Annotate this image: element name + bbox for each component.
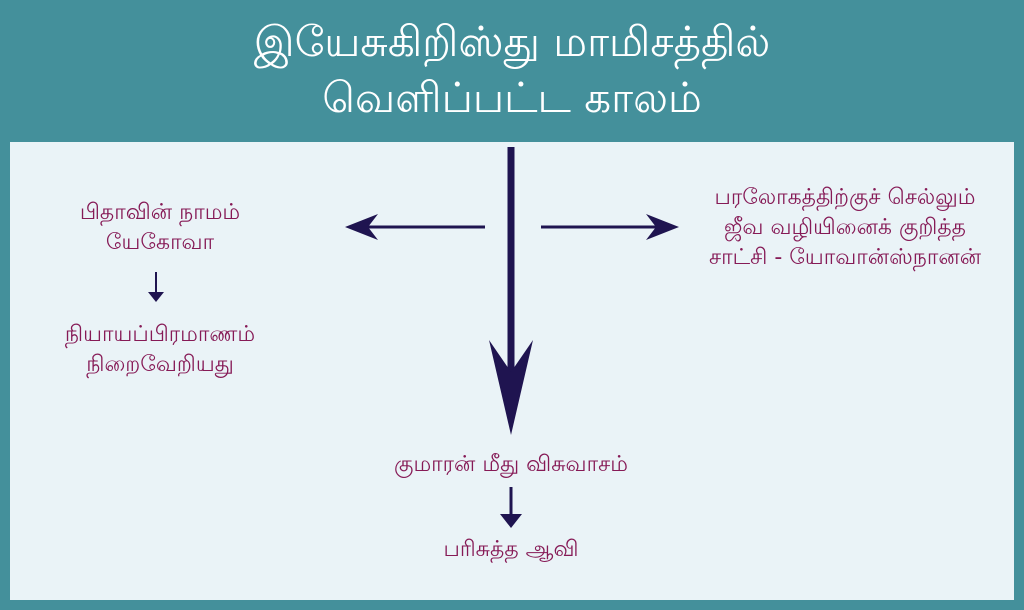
left-small-down-arrow [148, 272, 164, 302]
law-fulfilled-line-1: நியாயப்பிரமாணம் [64, 322, 256, 347]
title-line-2: வெளிப்பட்ட காலம் [322, 73, 702, 122]
law-fulfilled-box: நியாயப்பிரமாணம் நிறைவேறியது [40, 320, 280, 380]
father-name-line-1: பிதாவின் நாமம் [79, 200, 241, 225]
witness-line-2: ஜீவ வழியினைக் குறித்த [724, 215, 966, 240]
title-line-1: இயேசுகிறிஸ்து மாமிசத்தில் [253, 17, 771, 66]
witness-box: பரலோகத்திற்குச் செல்லும் ஜீவ வழியினைக் க… [670, 183, 1020, 273]
right-arrow [541, 214, 679, 240]
faith-in-son: குமாரன் மீது விசுவாசம் [394, 452, 628, 477]
father-name-line-2: யேகோவா [105, 230, 215, 255]
witness-line-1: பரலோகத்திற்குச் செல்லும் [714, 185, 976, 210]
main-down-arrow [489, 147, 533, 435]
holy-spirit: பரிசுத்த ஆவி [443, 537, 579, 562]
left-arrow [345, 214, 485, 240]
diagram-title: இயேசுகிறிஸ்து மாமிசத்தில் வெளிப்பட்ட கால… [0, 14, 1024, 126]
father-name-box: பிதாவின் நாமம் யேகோவா [40, 198, 280, 258]
witness-line-3: சாட்சி - யோவான்ஸ்நானன் [708, 245, 982, 270]
bottom-small-down-arrow [500, 487, 522, 528]
law-fulfilled-line-2: நிறைவேறியது [86, 352, 234, 377]
